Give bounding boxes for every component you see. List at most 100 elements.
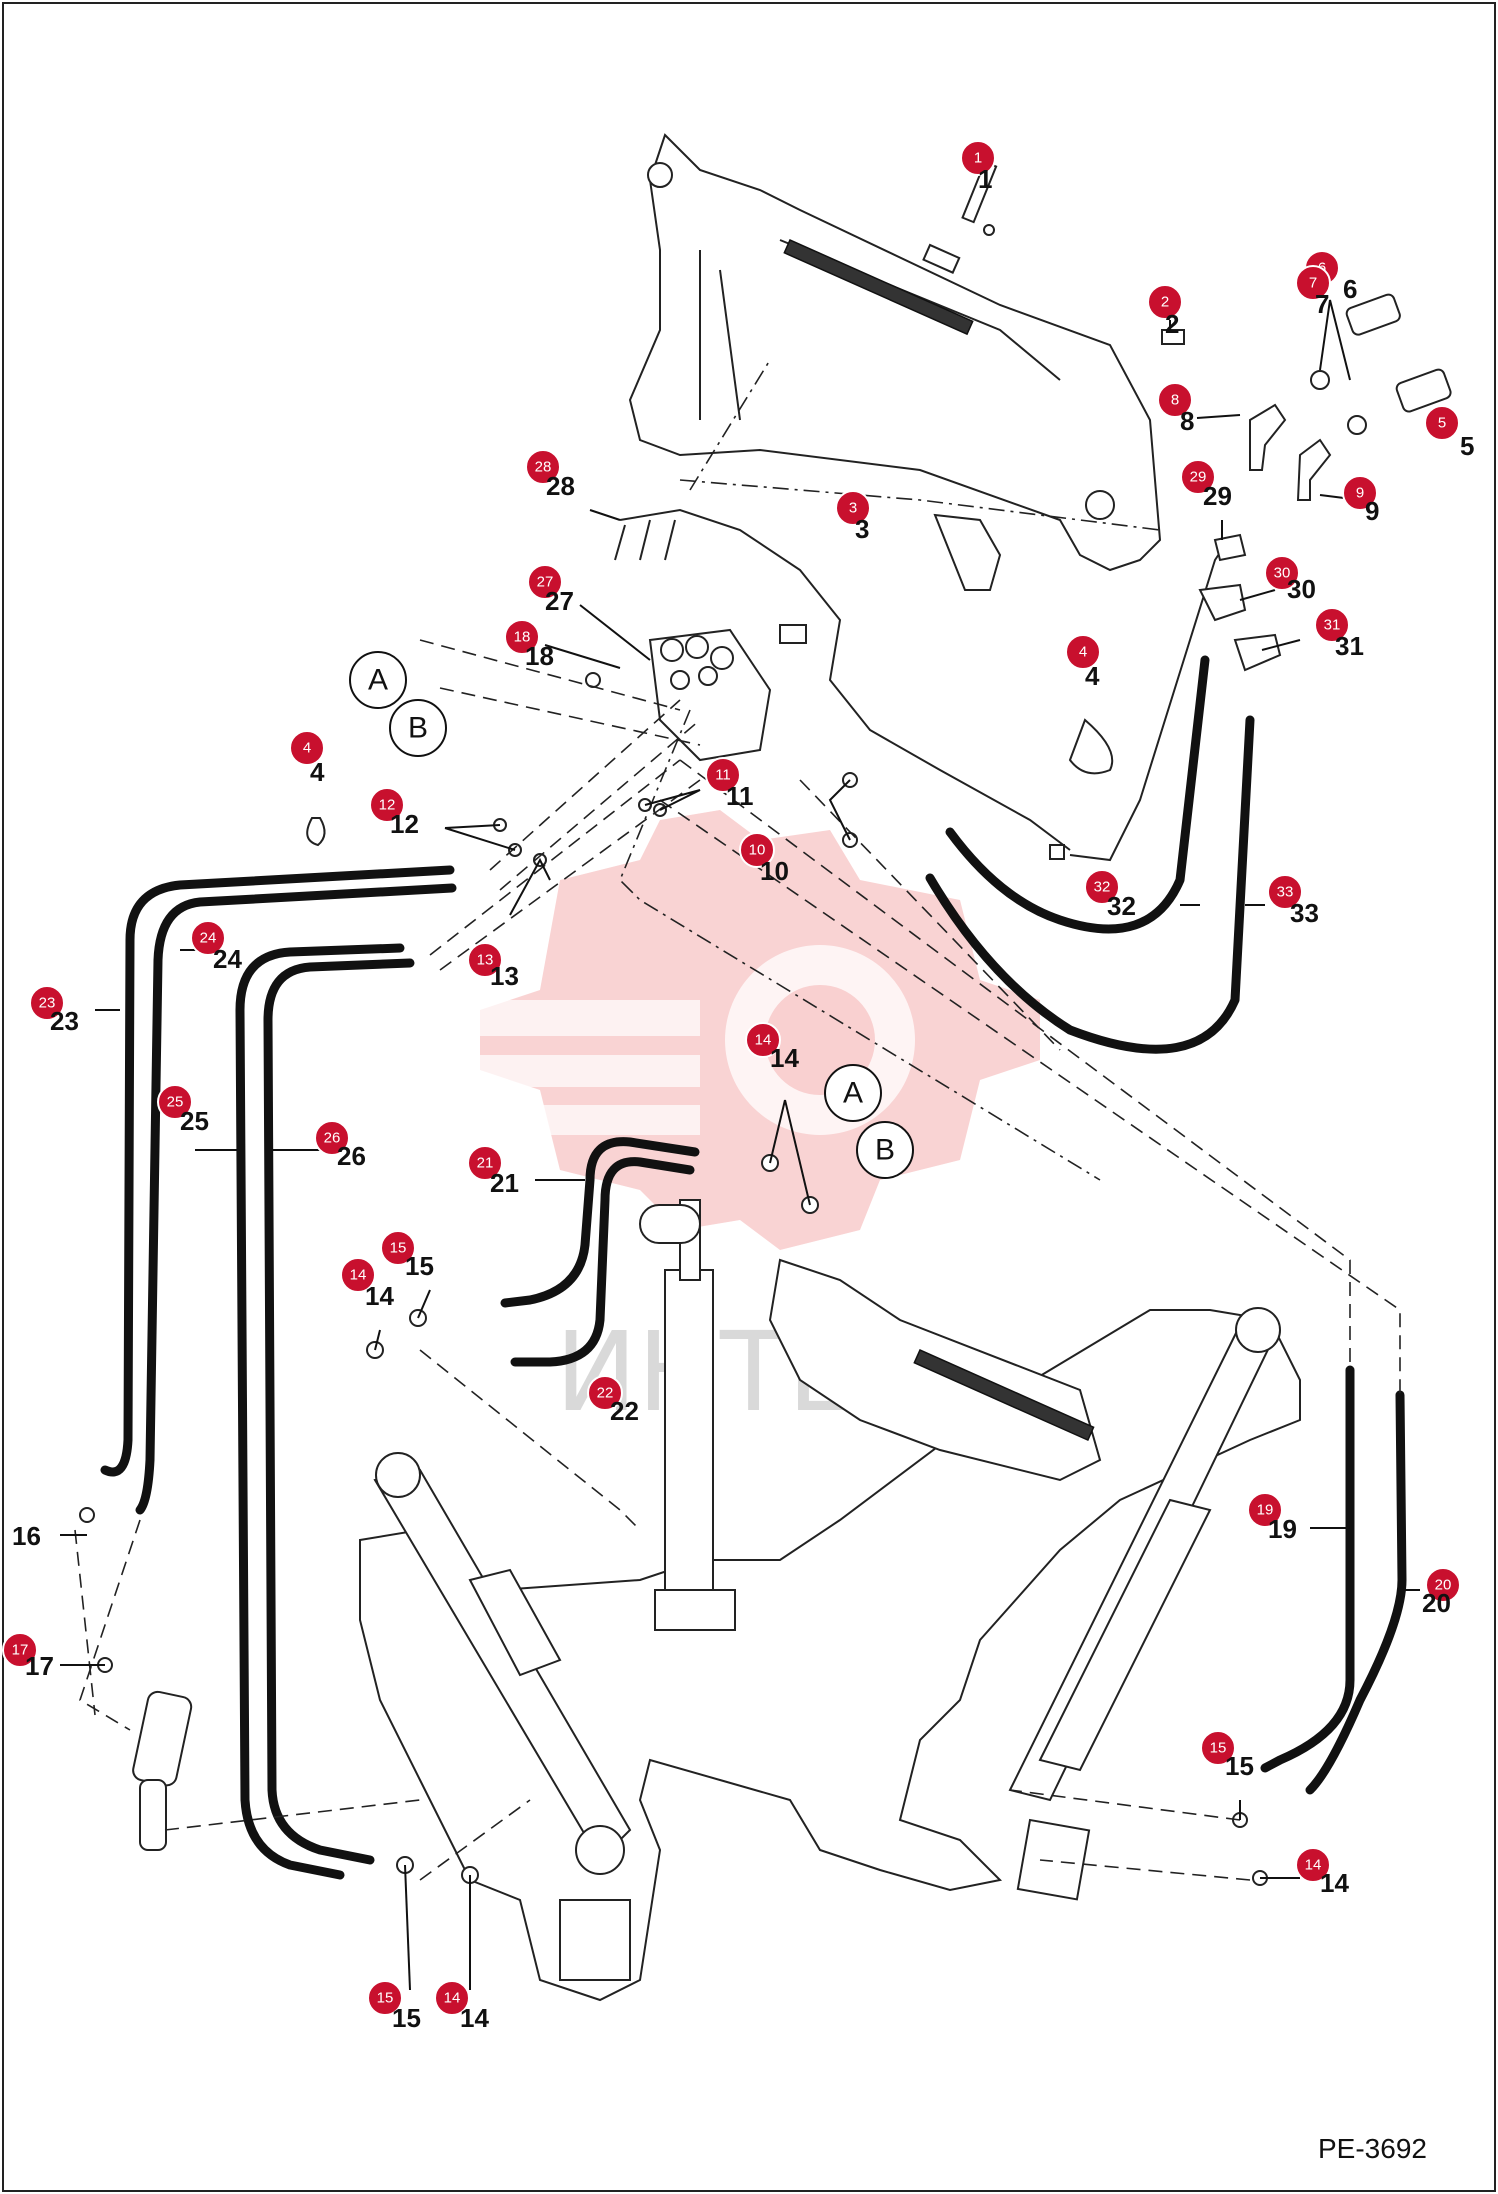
loop-strap <box>1068 718 1114 775</box>
callout-4-left: 44 <box>289 730 325 787</box>
ref-a-lower: A <box>824 1064 882 1122</box>
svg-text:19: 19 <box>1268 1514 1297 1544</box>
small-cylinder <box>132 1690 193 1851</box>
hoses <box>100 655 1407 1880</box>
svg-text:14: 14 <box>755 1032 772 1049</box>
svg-text:4: 4 <box>303 740 311 757</box>
svg-text:10: 10 <box>749 842 766 859</box>
connector <box>779 624 807 644</box>
svg-text:15: 15 <box>392 2003 421 2033</box>
svg-text:26: 26 <box>337 1141 366 1171</box>
callout-16: 16 <box>12 1521 41 1551</box>
svg-text:14: 14 <box>1305 1857 1322 1874</box>
small-loop <box>306 817 326 847</box>
svg-text:17: 17 <box>25 1651 54 1681</box>
svg-text:5: 5 <box>1438 415 1446 432</box>
tilt-cylinder-center <box>639 1199 736 1631</box>
svg-text:15: 15 <box>377 1990 394 2007</box>
callout-2: 22 <box>1147 284 1183 339</box>
svg-text:15: 15 <box>1210 1740 1227 1757</box>
svg-text:4: 4 <box>1085 661 1100 691</box>
connection-lines <box>74 639 1401 1881</box>
upper-mount-plate <box>628 133 1162 572</box>
svg-text:27: 27 <box>537 574 554 591</box>
callout-9: 99 <box>1342 475 1379 526</box>
svg-text:29: 29 <box>1203 481 1232 511</box>
svg-text:17: 17 <box>12 1642 29 1659</box>
svg-text:24: 24 <box>213 944 242 974</box>
svg-text:7: 7 <box>1315 289 1329 319</box>
svg-text:30: 30 <box>1287 574 1316 604</box>
svg-text:3: 3 <box>855 514 869 544</box>
svg-text:3: 3 <box>849 500 857 517</box>
svg-text:23: 23 <box>50 1006 79 1036</box>
svg-text:28: 28 <box>546 471 575 501</box>
svg-text:6: 6 <box>1343 274 1357 304</box>
diagram-code: PE-3692 <box>1318 2133 1427 2164</box>
svg-text:21: 21 <box>490 1168 519 1198</box>
callout-4-upper: 44 <box>1065 634 1101 691</box>
svg-text:4: 4 <box>310 757 325 787</box>
control-valve <box>648 628 772 762</box>
svg-text:14: 14 <box>350 1267 367 1284</box>
svg-text:15: 15 <box>1225 1751 1254 1781</box>
svg-text:1: 1 <box>978 164 992 194</box>
lift-cylinder-left <box>373 1452 632 1875</box>
svg-text:18: 18 <box>514 629 531 646</box>
svg-text:B: B <box>875 1134 895 1167</box>
svg-text:28: 28 <box>535 459 552 476</box>
watermark-logo <box>440 810 1040 1250</box>
svg-text:B: B <box>408 712 428 745</box>
svg-text:20: 20 <box>1435 1577 1452 1594</box>
svg-text:11: 11 <box>715 767 731 784</box>
valve-harness <box>619 508 1071 851</box>
svg-text:21: 21 <box>477 1155 494 1172</box>
svg-text:16: 16 <box>12 1521 41 1551</box>
svg-text:9: 9 <box>1365 496 1379 526</box>
svg-text:32: 32 <box>1107 891 1136 921</box>
svg-text:8: 8 <box>1180 406 1194 436</box>
callout-3: 33 <box>835 490 871 544</box>
svg-text:5: 5 <box>1460 431 1474 461</box>
svg-text:13: 13 <box>490 961 519 991</box>
callout-1: 11 <box>960 140 996 194</box>
svg-text:33: 33 <box>1290 898 1319 928</box>
svg-text:15: 15 <box>405 1251 434 1281</box>
svg-text:31: 31 <box>1324 617 1341 634</box>
svg-text:27: 27 <box>545 586 574 616</box>
svg-text:23: 23 <box>39 995 56 1012</box>
svg-text:A: A <box>368 664 388 697</box>
svg-text:14: 14 <box>460 2003 489 2033</box>
svg-text:31: 31 <box>1335 631 1364 661</box>
leader-lines <box>60 160 1420 1991</box>
svg-text:22: 22 <box>610 1396 639 1426</box>
lift-cylinder-right <box>1008 1307 1281 1802</box>
svg-text:13: 13 <box>477 952 494 969</box>
svg-text:8: 8 <box>1171 392 1179 409</box>
svg-text:19: 19 <box>1257 1502 1274 1519</box>
svg-text:24: 24 <box>200 930 217 947</box>
svg-text:11: 11 <box>726 781 754 811</box>
harness-lead <box>1069 544 1226 862</box>
svg-text:18: 18 <box>525 641 554 671</box>
